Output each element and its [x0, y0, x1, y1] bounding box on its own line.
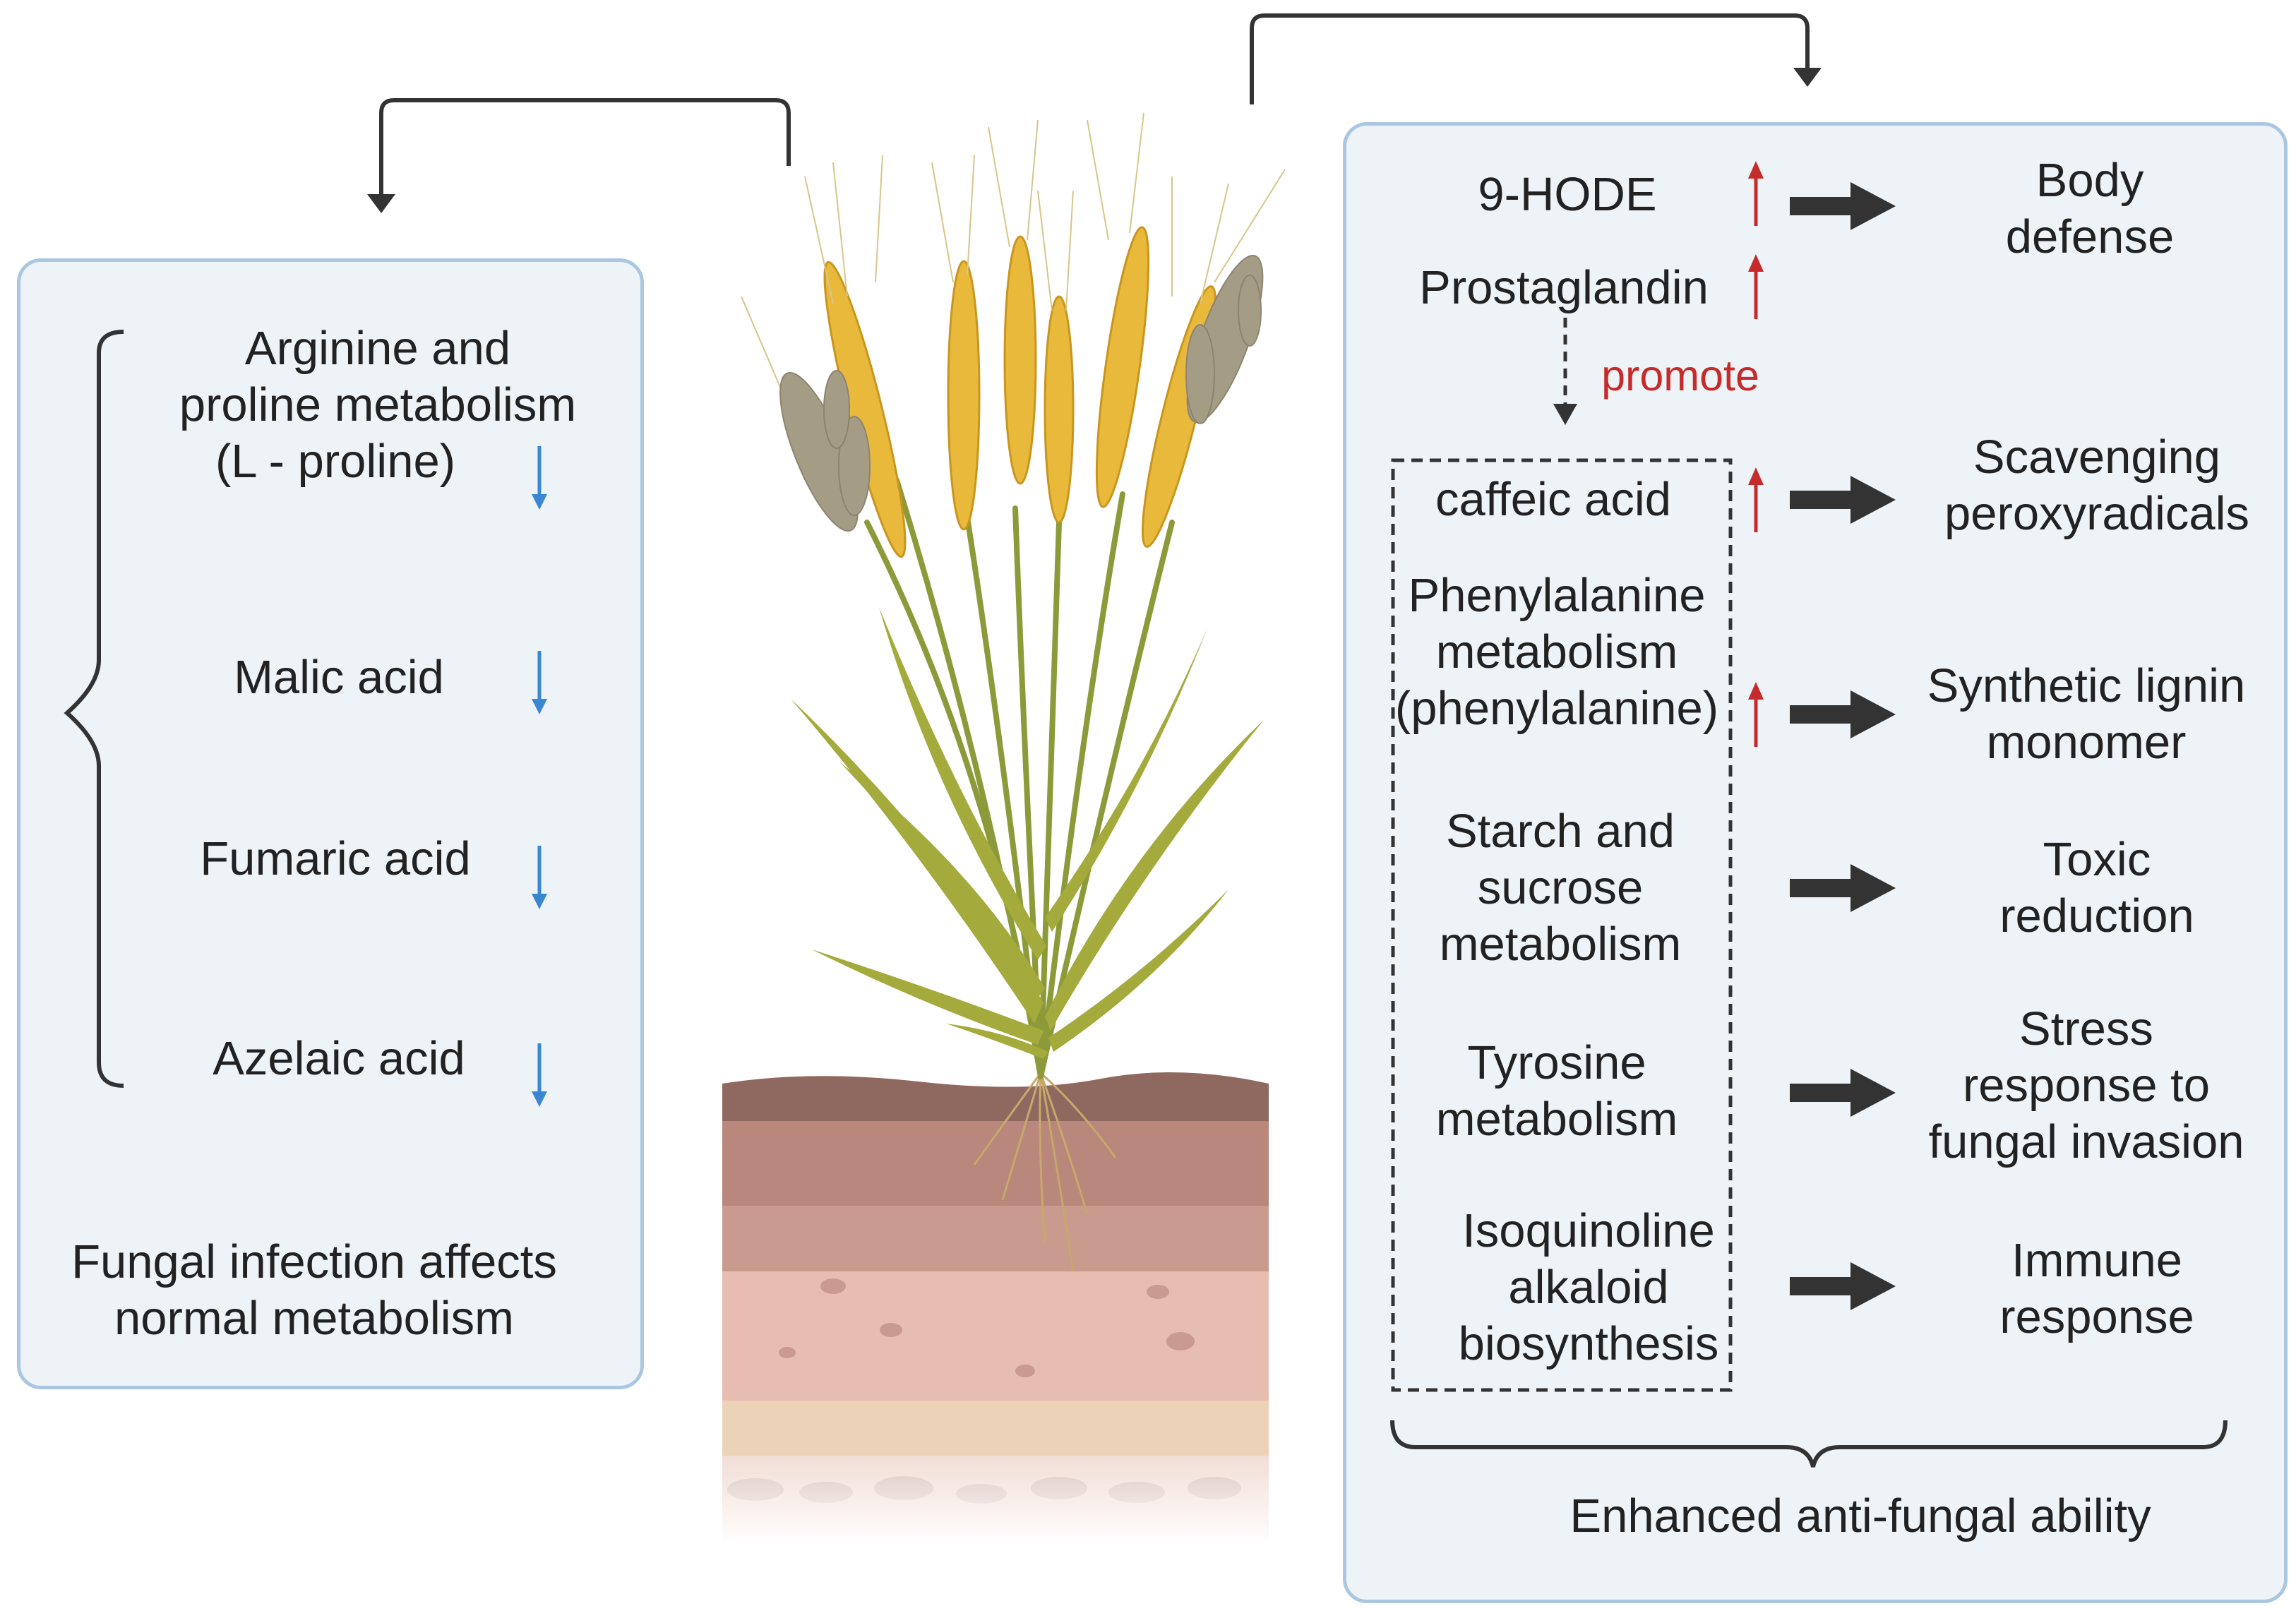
- metabolite-line: biosynthesis: [1458, 1317, 1719, 1370]
- effect-line: response: [1999, 1290, 2194, 1343]
- metabolite-starch-sucrose: Starch and sucrose metabolism: [1398, 803, 1723, 973]
- metabolite-line: Tyrosine: [1467, 1036, 1646, 1089]
- effect-line: Toxic: [2043, 833, 2151, 886]
- effect-scavenging-peroxyradicals: Scavenging peroxyradicals: [1906, 429, 2288, 542]
- right-panel-footer: Enhanced anti-fungal ability: [1569, 1490, 2151, 1542]
- effect-line: Synthetic lignin: [1927, 659, 2246, 712]
- footer-line: normal metabolism: [114, 1292, 514, 1345]
- metabolite-isoquinoline: Isoquinoline alkaloid biosynthesis: [1419, 1203, 1758, 1372]
- awns: [741, 112, 1286, 396]
- metabolite-malic-acid: Malic acid: [234, 651, 444, 704]
- effect-line: peroxyradicals: [1944, 487, 2249, 540]
- right-block-arrow-icon: [1790, 864, 1896, 912]
- effect-line: response to: [1962, 1059, 2211, 1112]
- leaves: [791, 607, 1264, 1059]
- metabolite-tyrosine: Tyrosine metabolism: [1398, 1035, 1716, 1148]
- down-arrow-icon: [532, 846, 547, 909]
- effect-immune-response: Immune response: [1927, 1233, 2266, 1346]
- up-arrow-icon: [1748, 161, 1764, 226]
- bottom-brace: [1390, 1420, 2228, 1468]
- right-block-arrow-icon: [1790, 182, 1896, 230]
- metabolite-phenylalanine: Phenylalanine metabolism (phenylalanine): [1384, 568, 1730, 737]
- metabolite-line: Starch and: [1445, 805, 1675, 858]
- effect-line: Immune: [2011, 1234, 2183, 1287]
- right-block-arrow-icon: [1790, 1069, 1896, 1117]
- effect-synthetic-lignin-monomer: Synthetic lignin monomer: [1899, 658, 2273, 771]
- metabolite-line: sucrose: [1477, 861, 1644, 914]
- effect-line: Scavenging: [1973, 431, 2221, 484]
- soil-cross-section: [713, 1072, 1278, 1546]
- up-arrow-icon: [1748, 467, 1764, 532]
- up-arrow-icon: [1748, 254, 1764, 319]
- metabolite-azelaic-acid: Azelaic acid: [213, 1032, 465, 1085]
- right-block-arrow-icon: [1790, 1262, 1896, 1310]
- grouped-metabolites-box: [1391, 458, 1733, 1392]
- effect-stress-response: Stress response to fungal invasion: [1899, 1001, 2273, 1170]
- effect-toxic-reduction: Toxic reduction: [1927, 832, 2266, 945]
- left-panel-footer: Fungal infection affects normal metaboli…: [21, 1234, 607, 1347]
- metabolite-line: metabolism: [1435, 1093, 1678, 1146]
- right-block-arrow-icon: [1790, 690, 1896, 738]
- footer-line: Fungal infection affects: [71, 1235, 557, 1288]
- metabolite-line: alkaloid: [1508, 1261, 1669, 1314]
- right-block-arrow-icon: [1790, 476, 1896, 524]
- effect-line: monomer: [1986, 716, 2187, 769]
- metabolite-line: Arginine and: [244, 322, 511, 375]
- up-arrow-icon: [1748, 682, 1764, 747]
- effect-body-defense: Body defense: [1935, 152, 2245, 265]
- effect-line: defense: [2005, 210, 2175, 263]
- metabolite-fumaric-acid: Fumaric acid: [200, 832, 471, 885]
- diseased-ears: [779, 254, 1264, 532]
- metabolite-line: Phenylalanine: [1408, 569, 1706, 622]
- metabolite-caffeic-acid: caffeic acid: [1435, 473, 1671, 526]
- promote-arrow: [1553, 318, 1577, 425]
- effect-line: Stress: [2019, 1002, 2153, 1055]
- metabolite-line: (L - proline): [215, 435, 456, 488]
- metabolite-arginine-proline: Arginine and proline metabolism (L - pro…: [141, 320, 614, 490]
- effect-line: reduction: [1999, 889, 2194, 942]
- right-panel-enhanced-defense: [1343, 122, 2288, 1603]
- roots: [973, 1072, 1117, 1271]
- metabolite-line: metabolism: [1435, 625, 1678, 678]
- down-arrow-icon: [532, 651, 547, 714]
- promote-label: promote: [1601, 352, 1759, 400]
- metabolite-line: Isoquinoline: [1462, 1204, 1715, 1257]
- connector-arrows: [379, 13, 1810, 196]
- metabolite-line: proline metabolism: [179, 378, 577, 431]
- down-arrow-icon: [532, 1043, 547, 1107]
- down-arrow-icon: [532, 446, 547, 510]
- metabolite-line: metabolism: [1439, 918, 1682, 971]
- effect-line: Body: [2035, 154, 2144, 207]
- metabolite-prostaglandin: Prostaglandin: [1419, 261, 1709, 314]
- effect-line: fungal invasion: [1928, 1115, 2244, 1168]
- metabolite-9-hode: 9-HODE: [1478, 168, 1657, 221]
- metabolite-line: (phenylalanine): [1394, 682, 1719, 735]
